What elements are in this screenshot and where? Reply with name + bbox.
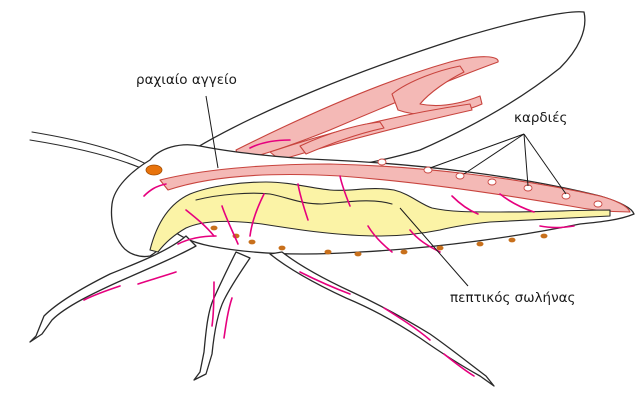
antenna-upper (32, 132, 150, 166)
ganglion (541, 234, 548, 239)
flow-arrow (300, 272, 350, 294)
heart-chamber (488, 179, 496, 185)
ganglion (249, 240, 256, 245)
flow-arrow (224, 298, 232, 338)
heart-chamber (378, 159, 386, 165)
ganglion (211, 226, 218, 231)
ganglion (325, 250, 332, 255)
middle-leg (194, 252, 250, 380)
ganglion (401, 250, 408, 255)
hearts-leader (464, 134, 524, 174)
label-hearts: καρδιές (514, 110, 567, 126)
heart-chamber (456, 173, 464, 179)
ganglion (477, 242, 484, 247)
ganglion (279, 246, 286, 251)
flow-arrow (138, 272, 176, 284)
ganglion (509, 238, 516, 243)
ganglion (437, 246, 444, 251)
label-digestive-tube: πεπτικός σωλήνας (450, 290, 575, 306)
ganglion (355, 252, 362, 257)
label-dorsal-vessel: ραχιαίο αγγείο (136, 72, 237, 88)
hearts-leader (524, 134, 528, 186)
eye (146, 165, 162, 175)
heart-chamber (594, 201, 602, 207)
antenna-lower (30, 140, 150, 172)
